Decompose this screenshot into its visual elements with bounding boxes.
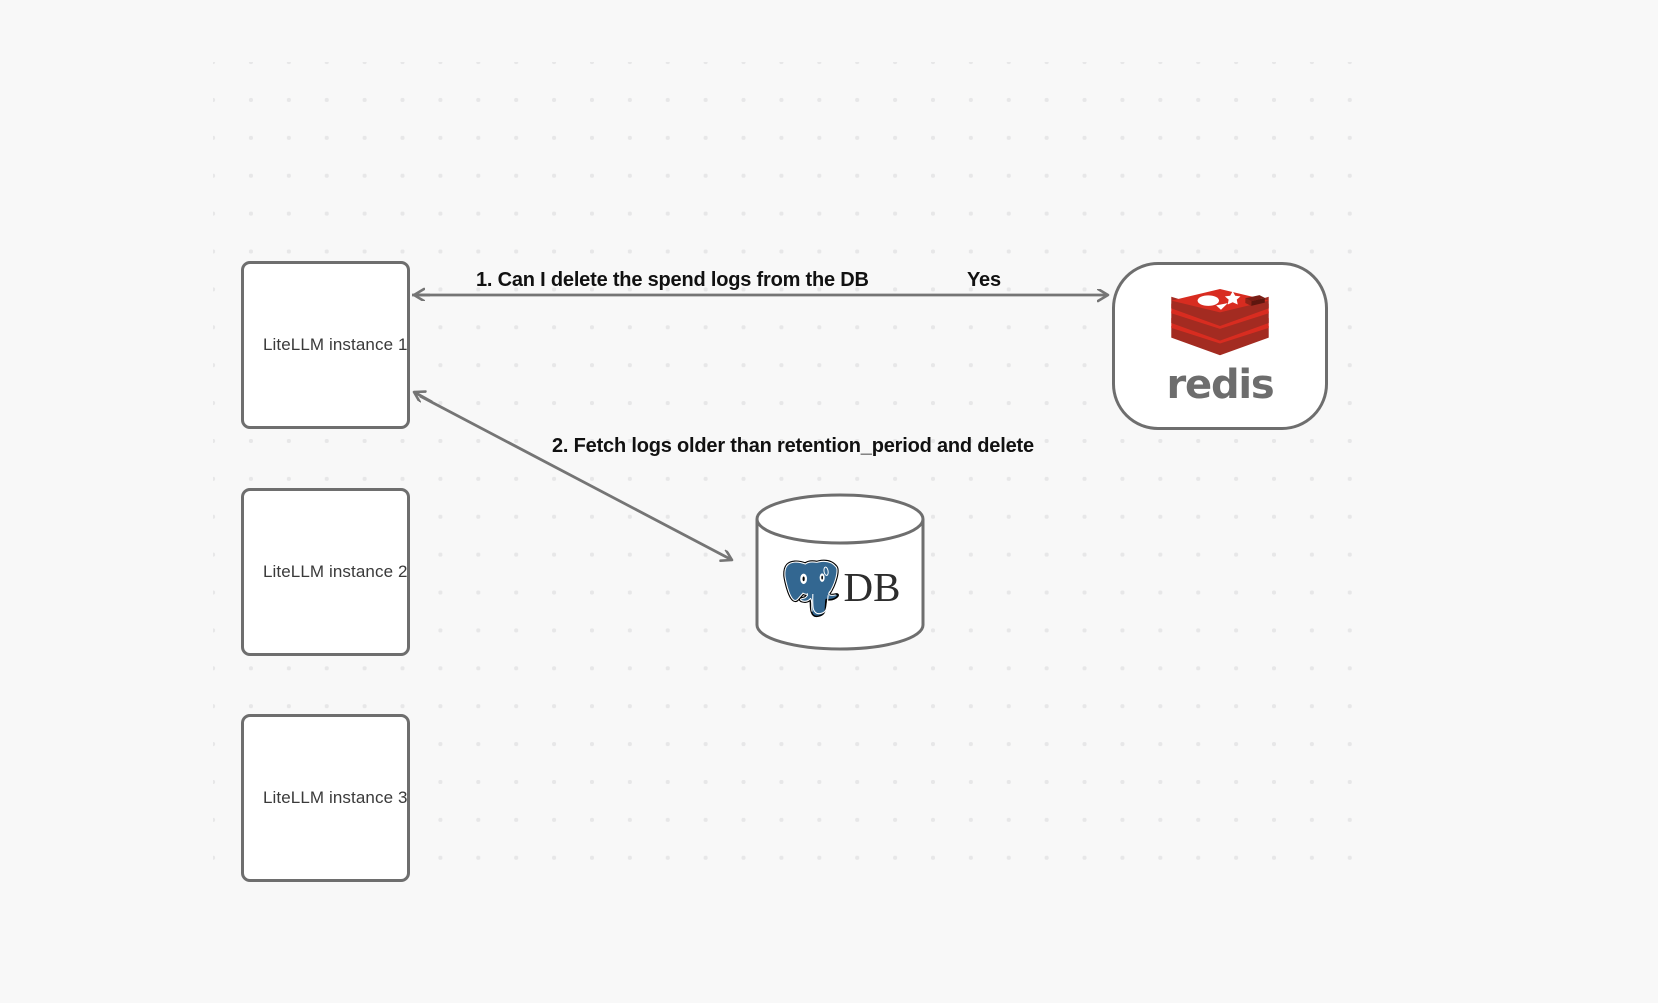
- redis-wordmark: redis: [1166, 362, 1274, 408]
- node-label-instance-1: LiteLLM instance 1: [263, 335, 408, 354]
- edge-label-yes: Yes: [967, 269, 1001, 291]
- postgresql-elephant-icon: [782, 559, 839, 618]
- node-label-instance-3: LiteLLM instance 3: [263, 788, 408, 807]
- node-litellm-instance-2[interactable]: LiteLLM instance 2: [241, 488, 410, 656]
- node-litellm-instance-1[interactable]: LiteLLM instance 1: [241, 261, 410, 429]
- node-litellm-instance-3[interactable]: LiteLLM instance 3: [241, 714, 410, 882]
- node-label-instance-2: LiteLLM instance 2: [263, 562, 408, 581]
- edge-label-step-1: 1. Can I delete the spend logs from the …: [476, 269, 869, 291]
- node-database[interactable]: DB: [754, 493, 926, 651]
- node-redis[interactable]: redis: [1112, 262, 1328, 430]
- cylinder-shape-icon: [755, 493, 925, 651]
- edge-label-step-2: 2. Fetch logs older than retention_perio…: [552, 435, 1034, 457]
- database-logo-row: DB: [754, 545, 926, 629]
- redis-logo-icon: [1171, 288, 1269, 356]
- edge-instance1-to-database: [414, 392, 732, 560]
- database-label: DB: [843, 563, 901, 610]
